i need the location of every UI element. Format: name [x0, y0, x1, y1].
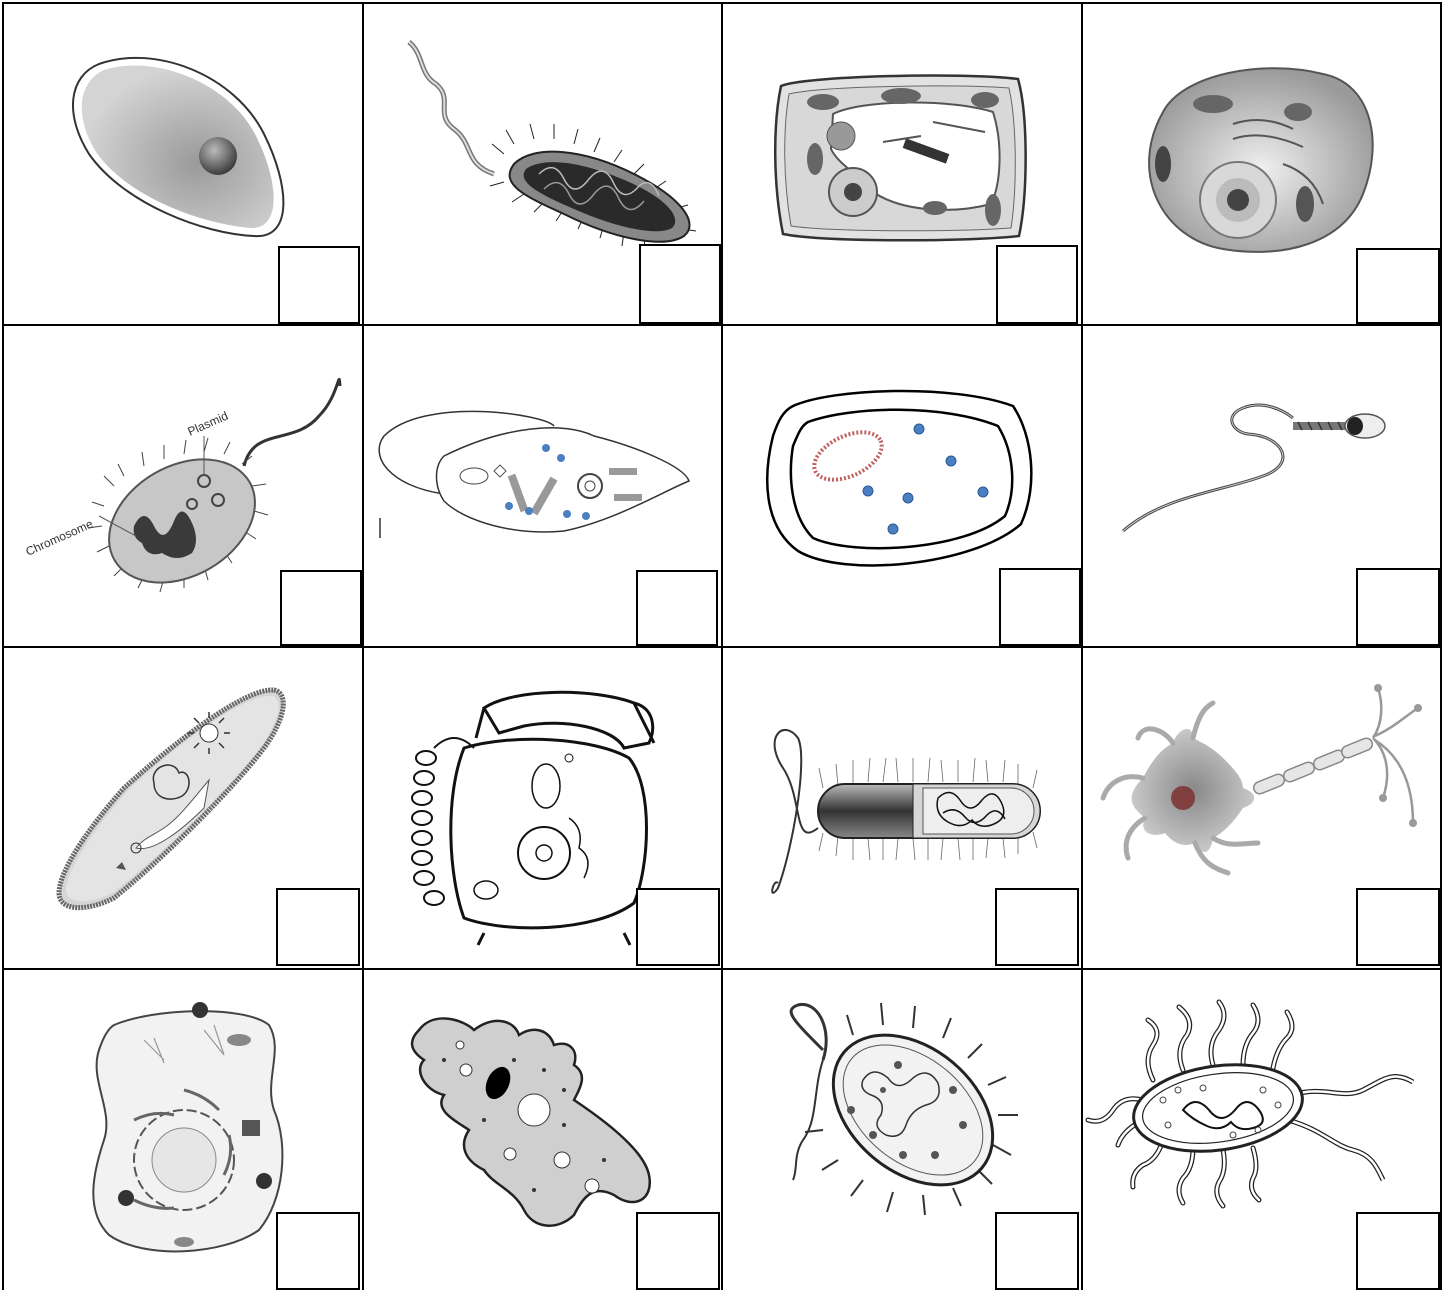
cell-12	[1083, 648, 1440, 968]
cell-16	[1083, 970, 1440, 1290]
answer-box-2[interactable]	[639, 244, 721, 324]
cell-6	[364, 326, 721, 646]
cell-8	[1083, 326, 1440, 646]
cell-14	[364, 970, 721, 1290]
cell-15	[723, 970, 1081, 1290]
cell-9	[4, 648, 362, 968]
answer-box-4[interactable]	[1356, 248, 1440, 324]
cell-5: Plasmid Chromosome	[4, 326, 362, 646]
cell-11	[723, 648, 1081, 968]
cell-10	[364, 648, 721, 968]
answer-box-13[interactable]	[276, 1212, 360, 1290]
answer-box-1[interactable]	[278, 246, 360, 324]
answer-box-7[interactable]	[999, 568, 1081, 646]
answer-box-12[interactable]	[1356, 888, 1440, 966]
answer-box-10[interactable]	[636, 888, 720, 966]
answer-box-14[interactable]	[636, 1212, 720, 1290]
answer-box-16[interactable]	[1356, 1212, 1440, 1290]
cell-1	[4, 4, 362, 324]
cell-4	[1083, 4, 1440, 324]
answer-box-3[interactable]	[996, 245, 1078, 324]
chromosome-label: Chromosome	[24, 517, 96, 559]
answer-box-11[interactable]	[995, 888, 1079, 966]
answer-box-15[interactable]	[995, 1212, 1079, 1290]
cell-2	[364, 4, 721, 324]
answer-box-6[interactable]	[636, 570, 718, 646]
answer-box-9[interactable]	[276, 888, 360, 966]
plasmid-label: Plasmid	[186, 409, 231, 439]
answer-box-5[interactable]	[280, 570, 362, 646]
answer-box-8[interactable]	[1356, 568, 1440, 646]
cell-7	[723, 326, 1081, 646]
cell-13	[4, 970, 362, 1290]
cell-3	[723, 4, 1081, 324]
